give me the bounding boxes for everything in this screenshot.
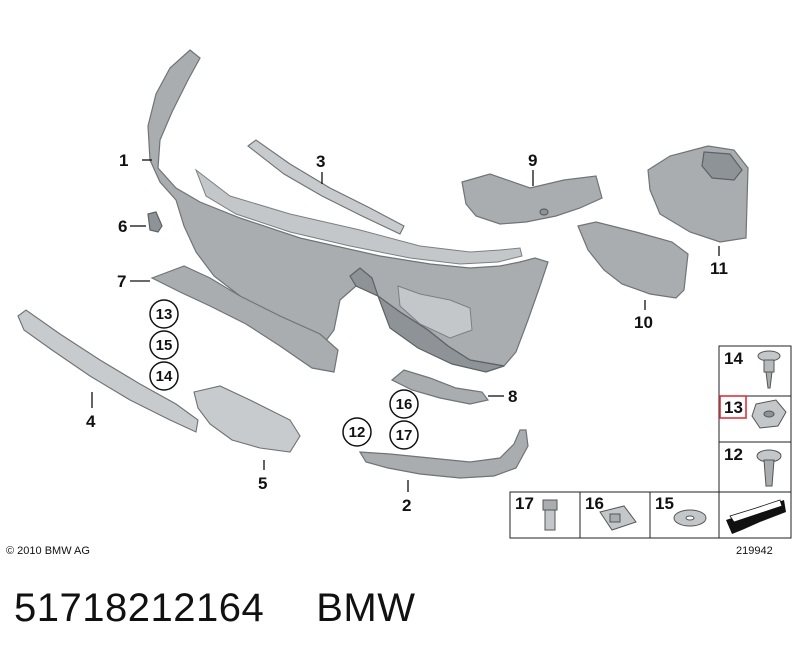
brake-duct-opening	[701, 151, 743, 181]
upper-grille	[247, 139, 405, 235]
callout-12: 12	[349, 424, 366, 441]
label-1: 1	[119, 151, 128, 170]
lower-center-grille	[17, 309, 199, 433]
label-9: 9	[528, 151, 537, 170]
callout-13: 13	[156, 306, 173, 323]
fastener-callouts: 13 15 14 16 17 12	[149, 299, 419, 450]
table-label-17: 17	[515, 494, 534, 513]
label-6: 6	[118, 217, 127, 236]
torx-screw-icon	[756, 449, 782, 487]
leader-lines	[91, 159, 720, 492]
label-3: 3	[316, 152, 325, 171]
part-number: 51718212164	[14, 586, 265, 630]
side-trim	[390, 369, 490, 405]
direction-arrow-icon	[726, 499, 786, 534]
diagram-ref: 219942	[736, 545, 773, 557]
table-highlight-13	[719, 395, 747, 419]
label-4: 4	[86, 412, 96, 431]
speed-nut-icon	[599, 505, 637, 531]
table-label-12: 12	[724, 445, 743, 464]
footer: 51718212164 BMW	[14, 586, 467, 631]
label-7: 7	[117, 272, 126, 291]
part-labels: 1 3 6 7 9 11 10 4 5 8 2	[86, 151, 728, 515]
brand: BMW	[316, 586, 416, 630]
label-5: 5	[258, 474, 267, 493]
copyright: © 2010 BMW AG	[6, 545, 90, 557]
lower-deflector	[150, 265, 339, 373]
callout-15: 15	[156, 337, 173, 354]
screw-icon	[757, 350, 781, 389]
label-10: 10	[634, 313, 653, 332]
bolt-icon	[542, 499, 558, 531]
air-duct-hole	[539, 208, 549, 216]
callout-16: 16	[396, 396, 413, 413]
callout-14: 14	[156, 368, 173, 385]
label-2: 2	[402, 496, 411, 515]
fastener-table: 14 13 12 17 16 15	[509, 345, 792, 539]
side-grille	[193, 385, 301, 453]
callout-17: 17	[396, 427, 413, 444]
clip-part	[147, 211, 163, 233]
label-8: 8	[508, 387, 517, 406]
bumper-cover	[147, 49, 549, 373]
washer-icon	[673, 509, 707, 527]
table-label-16: 16	[585, 494, 604, 513]
air-duct	[461, 173, 603, 225]
clip-nut-icon	[751, 399, 787, 429]
table-label-15: 15	[655, 494, 674, 513]
table-label-13: 13	[724, 398, 743, 417]
table-label-14: 14	[724, 349, 743, 368]
fog-bezel	[577, 221, 689, 299]
front-splitter	[358, 429, 529, 479]
label-11: 11	[710, 259, 728, 278]
